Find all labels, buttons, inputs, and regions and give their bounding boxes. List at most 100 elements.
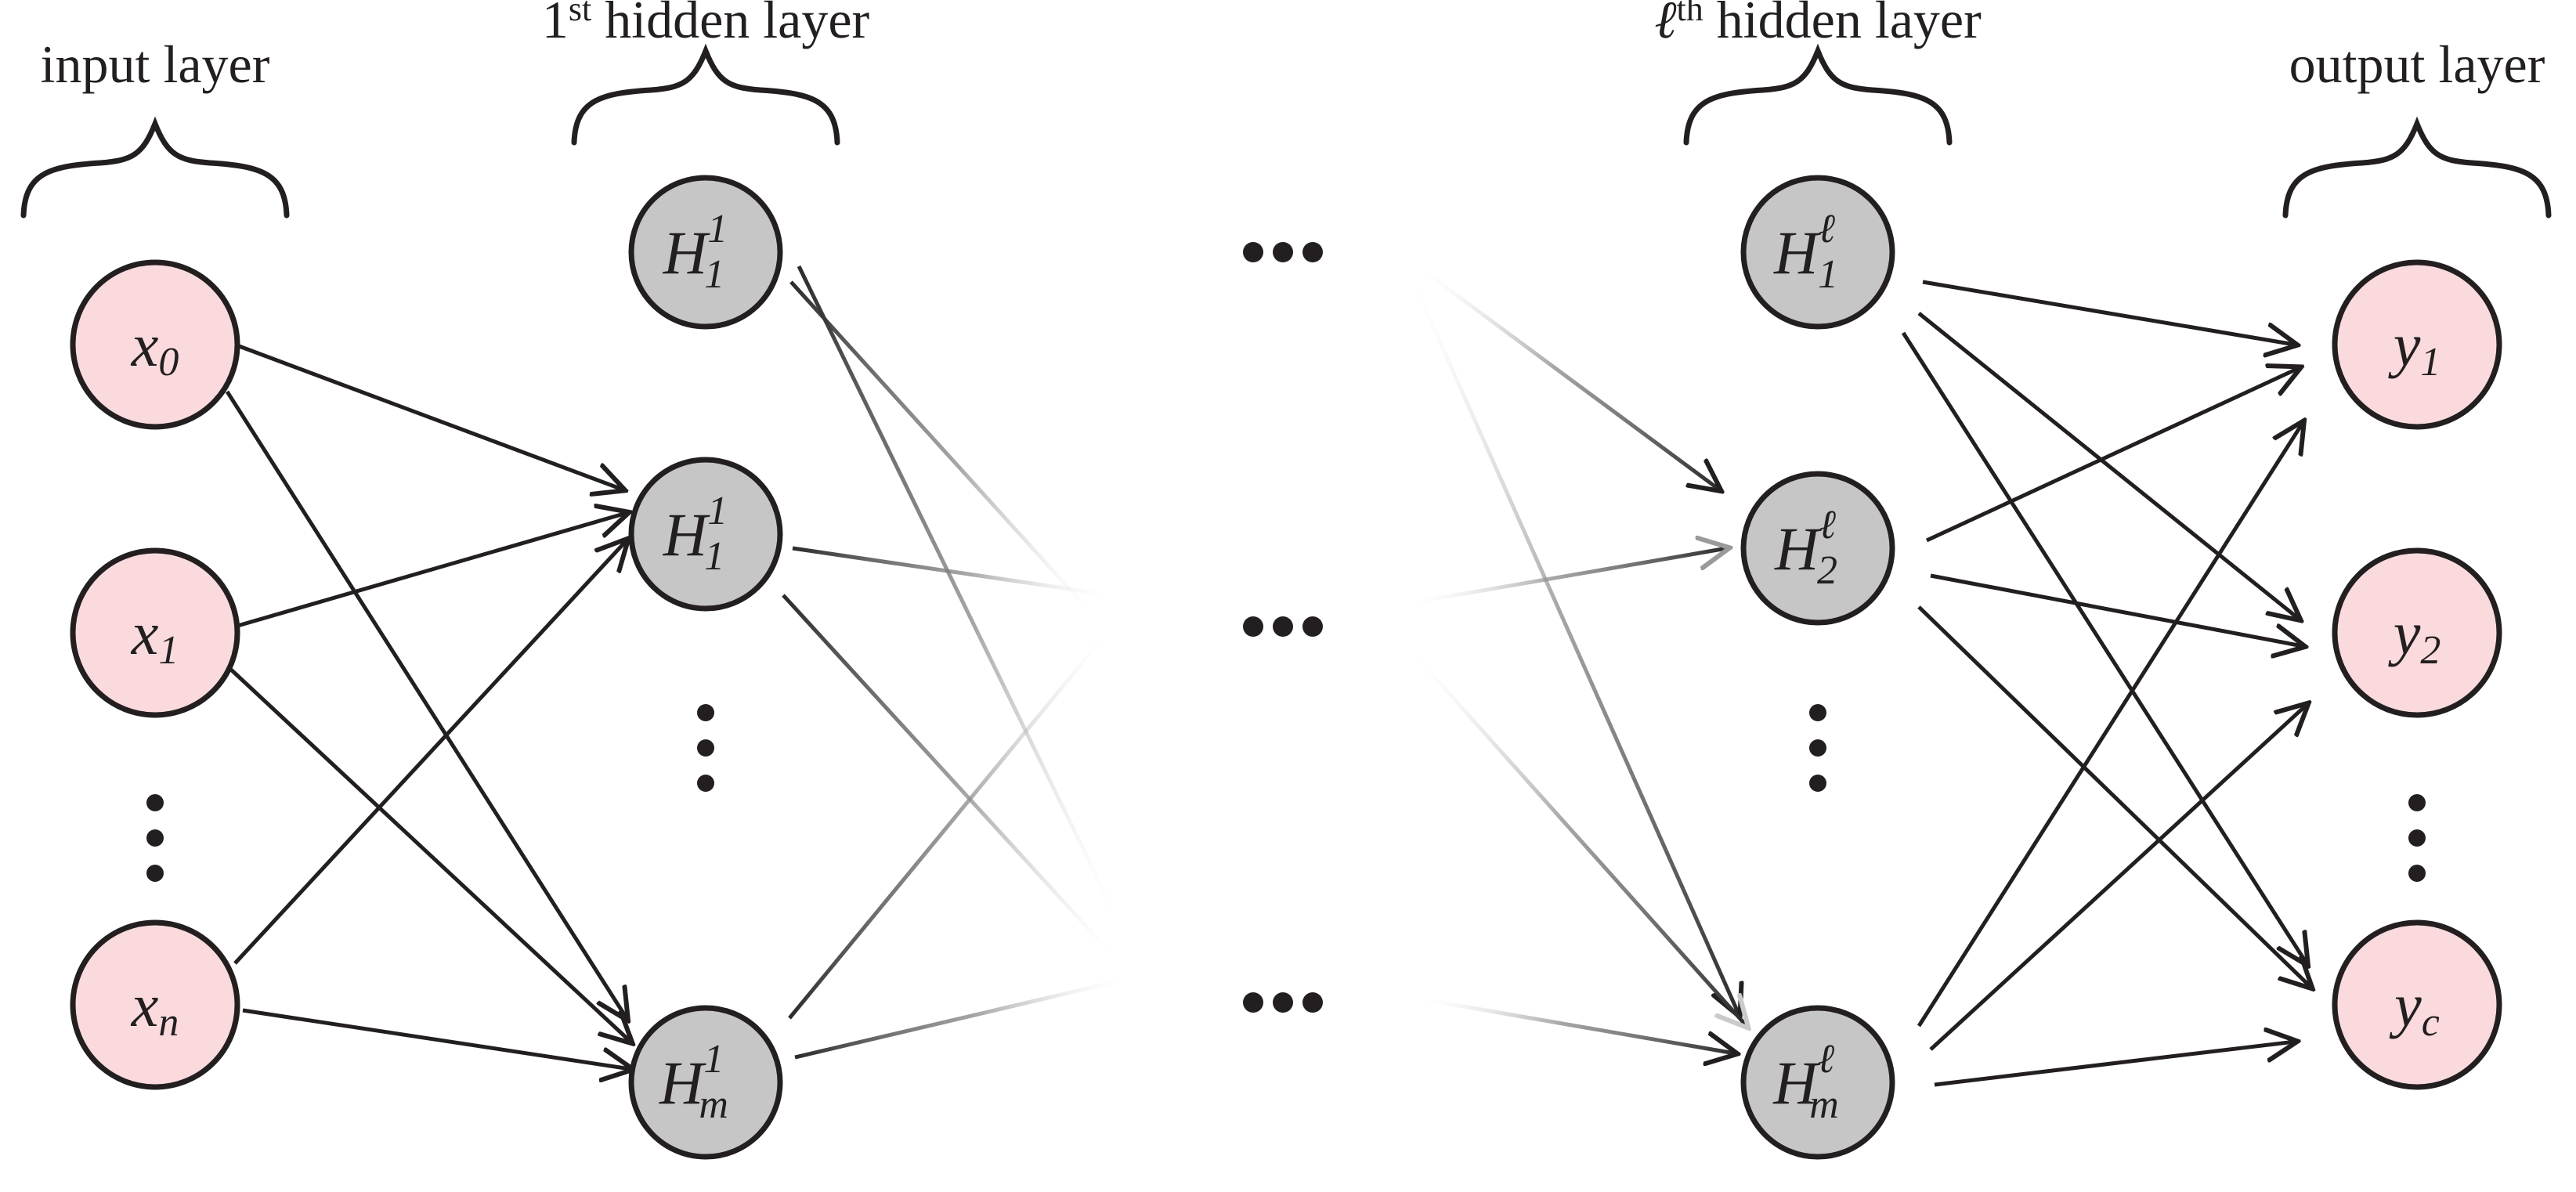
node-circle-x0[interactable] [70,259,240,430]
node-circle-xn[interactable] [70,919,240,1090]
node-circle-x1[interactable] [70,547,240,718]
caption-lth-hidden-ordinal: th [1677,0,1703,28]
vertical-ellipsis-hidden1 [697,704,714,792]
node-base-xn: x [131,971,159,1039]
node-label-x0: x0 [131,311,179,385]
edge-fade-hlm-b [1412,652,1747,1026]
node-sub-hl-2: 2 [1817,548,1837,593]
node-circle-hl-m[interactable] [1740,1005,1895,1160]
node-circle-h1-1-mid[interactable] [628,457,783,612]
brace-input-layer [20,116,290,219]
node-sub-h1-1-mid: 1 [704,534,724,579]
caption-first-hidden-number: 1 [542,0,569,49]
edge-x1-h1mid [234,513,627,629]
node-circle-yc[interactable] [2332,919,2502,1090]
node-base-h1-1-top: H [663,219,710,287]
node-circle-hl-1[interactable] [1740,175,1895,330]
node-base-x0: x [131,311,159,379]
vertical-ellipsis-output [2408,794,2426,882]
node-y2[interactable]: y2 [2332,547,2502,718]
brace-hiddenL-layer [1683,43,1953,146]
node-circle-y2[interactable] [2332,547,2502,718]
horizontal-ellipsis-top [1243,242,1323,262]
node-base-y2: y [2388,599,2421,667]
layer-input-nodes: x0 x1 xn [70,259,240,1090]
node-sub-hl-1: 1 [1818,252,1838,297]
node-label-x1: x1 [131,599,179,673]
caption-lth-hidden-layer: ℓth hidden layer [1654,0,1982,49]
node-sup-h1-1-top: 1 [707,207,724,251]
node-base-hl-2: H [1774,515,1822,583]
node-sup-hl-m: ℓ [1818,1037,1835,1082]
edge-x0-h1m [225,390,627,1018]
layer-captions: input layer 1st hidden layer ℓth hidden … [41,0,2545,94]
horizontal-ellipsis-middle [1243,616,1323,637]
node-sub-h1-m: m [699,1082,728,1127]
horizontal-ellipsis-bottom [1243,992,1323,1013]
node-circle-h1-m[interactable] [628,1005,783,1160]
node-label-xn: xn [131,971,179,1045]
node-circle-hl-2[interactable] [1740,471,1895,626]
node-sub-hl-m: m [1809,1082,1839,1127]
edges-hidden1-fadeout [782,265,1129,1060]
edge-h1mid-fade-a [792,546,1113,598]
edge-x1-h1m [229,668,630,1042]
caption-first-hidden-layer: 1st hidden layer [542,0,870,49]
node-xn[interactable]: xn [70,919,240,1090]
edge-h1top-fade-a [789,280,1098,620]
caption-output-layer: output layer [2289,34,2545,94]
node-sup-h1-1-mid: 1 [707,489,724,533]
edge-xn-h1m [242,1008,630,1069]
node-base-x1: x [131,599,159,667]
caption-first-hidden-rest: hidden layer [591,0,869,49]
node-x1[interactable]: x1 [70,547,240,718]
edge-h1mid-fade-b [782,594,1122,965]
node-sub-x1: 1 [158,628,179,673]
node-label-y2: y2 [2388,599,2441,673]
node-base-yc: y [2389,971,2422,1039]
edge-h1top-fade-b [797,265,1122,926]
edge-h1m-fade-a [794,977,1129,1060]
node-x0[interactable]: x0 [70,259,240,430]
edge-fade-hl2-a [1416,264,1719,489]
vertical-ellipsis-input [146,794,164,882]
edge-xn-h1mid [233,540,627,965]
caption-lth-hidden-rest: hidden layer [1703,0,1982,49]
caption-first-hidden-ordinal: st [569,0,591,28]
edge-fade-hlm-a [1407,273,1739,1014]
node-circle-h1-1-top[interactable] [628,175,783,330]
edge-hlm-yc [1934,1042,2295,1087]
node-sub-y2: 2 [2420,628,2441,673]
node-sub-h1-1-top: 1 [704,252,724,297]
node-sup-hl-1: ℓ [1818,207,1835,251]
edge-fade-hl2-b [1409,548,1727,605]
node-sup-hl-2: ℓ [1819,503,1836,547]
node-circle-y1[interactable] [2332,259,2502,430]
node-sub-yc: c [2422,1000,2440,1045]
edge-hlm-y2 [1929,705,2307,1051]
node-sup-h1-m: 1 [703,1037,724,1082]
node-yc[interactable]: yc [2332,919,2502,1090]
edge-hl1-y1 [1922,280,2295,345]
node-base-h1-1-mid: H [663,500,710,569]
edges-input-to-hidden1 [225,342,630,1069]
edge-x0-h1mid [234,342,623,489]
edge-hl2-y2 [1930,573,2303,646]
layer-output-nodes: y1 y2 yc [2332,259,2502,1090]
edges-hiddenL-to-output [1901,280,2310,1087]
caption-lth-hidden-symbol: ℓ [1654,0,1676,49]
node-y1[interactable]: y1 [2332,259,2502,430]
